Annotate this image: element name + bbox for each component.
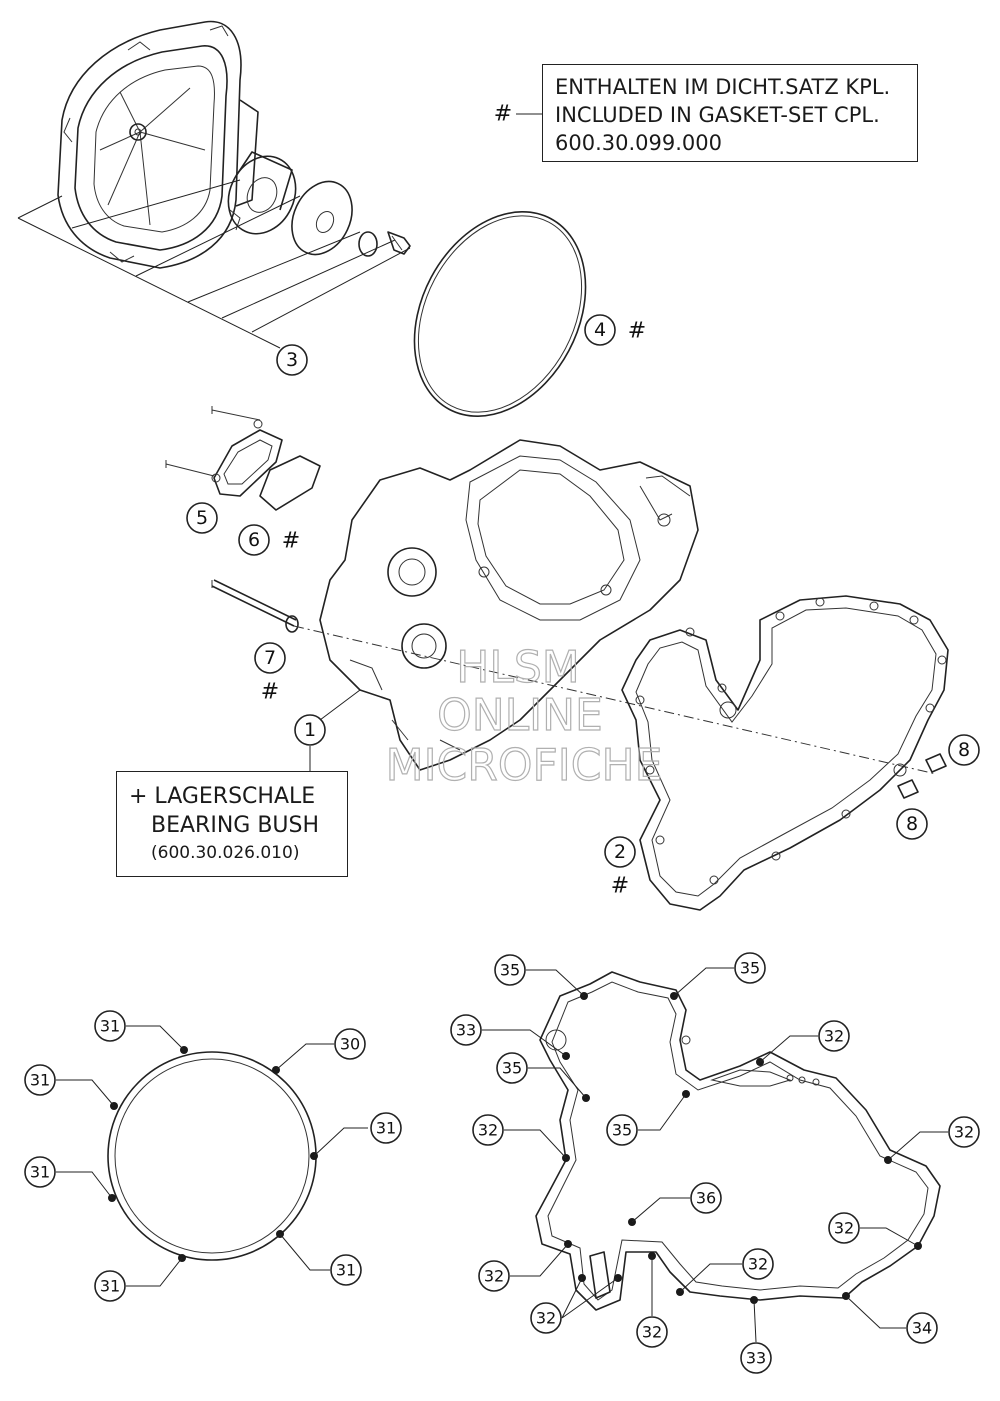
callout-2: 2 # bbox=[604, 836, 636, 899]
svg-text:31: 31 bbox=[100, 1277, 120, 1296]
callout-1: 1 bbox=[294, 689, 361, 771]
svg-text:33: 33 bbox=[746, 1349, 766, 1368]
bearing-bush-part-number: (600.30.026.010) bbox=[151, 843, 300, 863]
cover-gasket-drawing bbox=[621, 595, 949, 911]
svg-text:35: 35 bbox=[500, 961, 520, 980]
round-gasket-drawing bbox=[107, 1046, 318, 1262]
dowel-pins-drawing bbox=[897, 753, 947, 799]
o-ring-gasket-inner bbox=[417, 215, 583, 413]
svg-text:35: 35 bbox=[740, 959, 760, 978]
svg-text:32: 32 bbox=[834, 1219, 854, 1238]
svg-text:7: 7 bbox=[264, 647, 276, 669]
svg-text:32: 32 bbox=[954, 1123, 974, 1142]
cover-bolt-and-washer-drawing bbox=[211, 579, 299, 633]
svg-text:HLSM: HLSM bbox=[456, 642, 580, 693]
gasket-set-hash-symbol: # bbox=[494, 102, 512, 127]
svg-text:35: 35 bbox=[612, 1121, 632, 1140]
svg-text:3: 3 bbox=[286, 349, 298, 371]
o-ring-gasket-drawing bbox=[413, 211, 587, 417]
gasket-set-note-line-en: INCLUDED IN GASKET-SET CPL. bbox=[555, 103, 880, 127]
svg-text:34: 34 bbox=[912, 1319, 932, 1338]
svg-text:32: 32 bbox=[484, 1267, 504, 1286]
callout-8-upper: 8 bbox=[948, 734, 980, 766]
callout-7: 7 # bbox=[254, 642, 286, 705]
pump-cover-drawing bbox=[165, 406, 321, 511]
svg-text:#: # bbox=[628, 319, 646, 344]
callout-4: 4 # bbox=[584, 314, 646, 346]
watermark: HLSM ONLINE MICROFICHE bbox=[385, 641, 663, 791]
bearing-bush-note-line-en: BEARING BUSH bbox=[151, 813, 320, 838]
svg-text:31: 31 bbox=[336, 1261, 356, 1280]
main-gasket-drawing bbox=[535, 971, 941, 1311]
callout-5: 5 bbox=[186, 502, 218, 534]
svg-text:32: 32 bbox=[748, 1255, 768, 1274]
round-gasket-callouts: 31 30 31 31 31 31 31 bbox=[24, 1010, 402, 1302]
svg-text:32: 32 bbox=[824, 1027, 844, 1046]
svg-text:32: 32 bbox=[478, 1121, 498, 1140]
svg-text:5: 5 bbox=[196, 507, 208, 529]
main-gasket-callouts: 35 35 33 32 35 35 32 32 36 32 32 32 32 3… bbox=[450, 952, 980, 1374]
gasket-set-part-number: 600.30.099.000 bbox=[555, 131, 722, 155]
svg-text:32: 32 bbox=[536, 1309, 556, 1328]
clutch-cover-leader-lines bbox=[17, 179, 411, 349]
svg-text:8: 8 bbox=[906, 813, 918, 835]
svg-text:8: 8 bbox=[958, 739, 970, 761]
svg-text:31: 31 bbox=[100, 1017, 120, 1036]
svg-text:36: 36 bbox=[696, 1189, 716, 1208]
callout-6: 6 # bbox=[238, 524, 300, 556]
svg-text:MICROFICHE: MICROFICHE bbox=[386, 740, 663, 791]
svg-text:35: 35 bbox=[502, 1059, 522, 1078]
svg-text:2: 2 bbox=[614, 841, 626, 863]
clutch-cover-drawing bbox=[57, 20, 259, 269]
svg-text:#: # bbox=[611, 874, 629, 899]
bearing-bush-note-line-de: + LAGERSCHALE bbox=[129, 784, 316, 809]
svg-text:4: 4 bbox=[594, 319, 606, 341]
ignition-cover-drawing bbox=[319, 439, 699, 771]
svg-text:30: 30 bbox=[340, 1035, 360, 1054]
svg-text:31: 31 bbox=[30, 1163, 50, 1182]
gasket-set-note-line-de: ENTHALTEN IM DICHT.SATZ KPL. bbox=[555, 75, 891, 99]
callout-3: 3 bbox=[276, 344, 308, 376]
cover-disc-drawing bbox=[291, 180, 353, 256]
svg-text:31: 31 bbox=[376, 1119, 396, 1138]
inspection-plug-drawing bbox=[227, 151, 297, 235]
svg-text:1: 1 bbox=[304, 719, 316, 741]
callout-8-lower: 8 bbox=[896, 808, 928, 840]
svg-text:6: 6 bbox=[248, 529, 260, 551]
washer-and-screw-drawing bbox=[358, 231, 411, 257]
assembly-axis-line bbox=[293, 625, 937, 775]
svg-text:ONLINE: ONLINE bbox=[437, 690, 603, 741]
svg-text:#: # bbox=[261, 680, 279, 705]
bearing-bush-note-box: + LAGERSCHALE BEARING BUSH (600.30.026.0… bbox=[116, 771, 348, 877]
svg-text:#: # bbox=[282, 529, 300, 554]
svg-text:33: 33 bbox=[456, 1021, 476, 1040]
gasket-set-note-box: ENTHALTEN IM DICHT.SATZ KPL. INCLUDED IN… bbox=[542, 64, 918, 162]
svg-text:32: 32 bbox=[642, 1323, 662, 1342]
svg-text:31: 31 bbox=[30, 1071, 50, 1090]
